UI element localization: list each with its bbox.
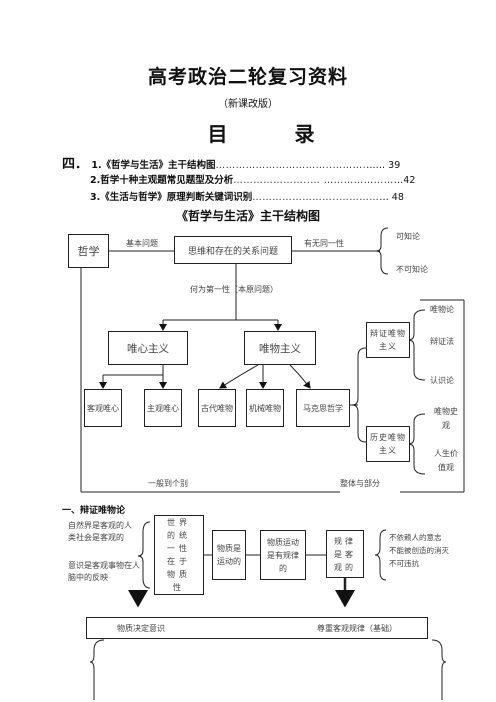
- knowable-label: 可知论: [396, 232, 420, 241]
- toc-entry[interactable]: 3.《生活与哲学》原理判断关键词识别……………………..…………… 48: [90, 192, 404, 203]
- left-text-2: 意识是客观事物在人脑中的反映: [68, 561, 140, 582]
- dialectical-materialism-box: 辩证唯物主义: [366, 322, 410, 358]
- historical-materialism-box: 历史唯物主义: [366, 426, 410, 462]
- basic-question-label: 基本问题: [126, 239, 158, 248]
- ancient-materialism-box: 古代唯物: [198, 389, 236, 427]
- subjective-idealism-box: 主观唯心: [144, 389, 182, 427]
- mechanical-materialism-box: 机械唯物: [246, 389, 284, 427]
- document-title: 高考政治二轮复习资料: [147, 66, 348, 88]
- section-heading: 一、辩证唯物论: [62, 506, 126, 516]
- materialist-history-label: 唯物史观: [434, 407, 458, 430]
- epistemology-label: 认识论: [430, 376, 454, 385]
- law-prop-1: 不依赖人的意志: [389, 533, 442, 542]
- primacy-label: 何为第一性（本原问题）: [190, 285, 278, 294]
- general-individual-label: 一般到个别: [148, 479, 188, 488]
- idealism-box: 唯心主义: [108, 331, 188, 365]
- toc-entry[interactable]: 四． 1.《哲学与生活》主干结构图……………………………..……….…… 39: [62, 157, 401, 172]
- world-unity-box: 世界的统一性在于物质性: [154, 515, 204, 595]
- toc-heading: 目 录: [207, 122, 345, 146]
- law-prop-3: 不可违抗: [389, 559, 419, 568]
- matter-decides-box: 物质决定意识 尊重客观规律（基础）: [86, 617, 428, 639]
- materialism-theory-label: 唯物论: [430, 305, 454, 314]
- motion-law-box: 物质运动是有规律的: [260, 530, 306, 580]
- materialism-box: 唯物主义: [244, 331, 316, 365]
- identity-label: 有无同一性: [304, 239, 344, 248]
- dialectics-label: 辩证法: [430, 337, 454, 346]
- marxist-philosophy-box: 马克思哲学: [296, 389, 350, 427]
- section-title: 《哲学与生活》主干结构图: [175, 209, 320, 223]
- toc-entry[interactable]: 2.哲学十种主观题常见题型及分析…………………..… ……………………42: [90, 175, 416, 186]
- whole-part-label: 整体与部分: [340, 479, 380, 488]
- matter-decides-label: 物质决定意识: [117, 623, 165, 633]
- matter-motion-box: 物质是运动的: [212, 530, 246, 580]
- law-prop-2: 不能被创造的消灭: [389, 546, 449, 555]
- thinking-existence-box: 思维和存在的关系问题: [174, 236, 292, 264]
- left-text-1: 自然界是客观的人类社会是客观的: [68, 521, 132, 542]
- life-values-label: 人生价值观: [434, 449, 458, 472]
- document-subtitle: （新课改版）: [218, 99, 278, 110]
- respect-laws-label: 尊重客观规律（基础）: [317, 623, 397, 633]
- unknowable-label: 不可知论: [396, 265, 428, 274]
- laws-objective-box: 规律是客观的: [326, 530, 364, 578]
- objective-idealism-box: 客观唯心: [84, 389, 122, 427]
- philosophy-box: 哲学: [68, 234, 109, 268]
